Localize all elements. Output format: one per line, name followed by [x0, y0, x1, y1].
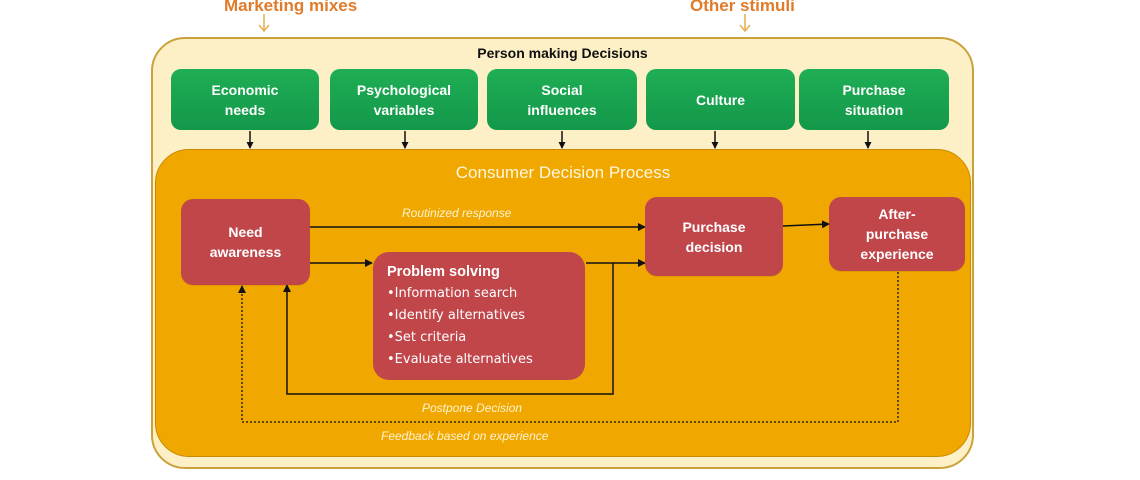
problem-solving-box: Problem solving •Information search •Ide…	[373, 252, 585, 380]
feedback-arrow	[238, 272, 899, 423]
marketing-mixes-label: Marketing mixes	[224, 0, 358, 15]
person-title: Person making Decisions	[477, 45, 648, 61]
purchase-decision-box: Purchase decision	[645, 197, 783, 276]
factor-purchase-situation: Purchase situation	[799, 69, 949, 130]
problem-solving-item: •Identify alternatives	[387, 308, 526, 323]
factor-economic-needs: Economic needs	[171, 69, 319, 130]
marketing-mixes-arrow	[258, 14, 270, 33]
feedback-label: Feedback based on experience	[381, 429, 549, 443]
postpone-decision-label: Postpone Decision	[422, 401, 523, 415]
after-purchase-box: After- purchase experience	[829, 197, 965, 271]
problem-solving-title: Problem solving	[387, 264, 500, 280]
need-awareness-box: Need awareness	[181, 199, 310, 285]
factor-psychological-variables: Psychological variables	[330, 69, 478, 130]
problem-solving-item: •Evaluate alternatives	[387, 352, 533, 367]
factor-social-influences: Social influences	[487, 69, 637, 130]
process-title: Consumer Decision Process	[455, 163, 671, 182]
routinized-response-label: Routinized response	[402, 206, 512, 220]
postpone-decision-arrow	[283, 263, 614, 395]
other-stimuli-arrow	[739, 14, 751, 33]
factor-culture: Culture	[646, 69, 795, 130]
problem-solving-item: •Information search	[387, 286, 518, 301]
purchase-to-after-purchase-arrow	[782, 220, 830, 229]
problem-solving-item: •Set criteria	[387, 330, 467, 345]
other-stimuli-label: Other stimuli	[690, 0, 795, 15]
